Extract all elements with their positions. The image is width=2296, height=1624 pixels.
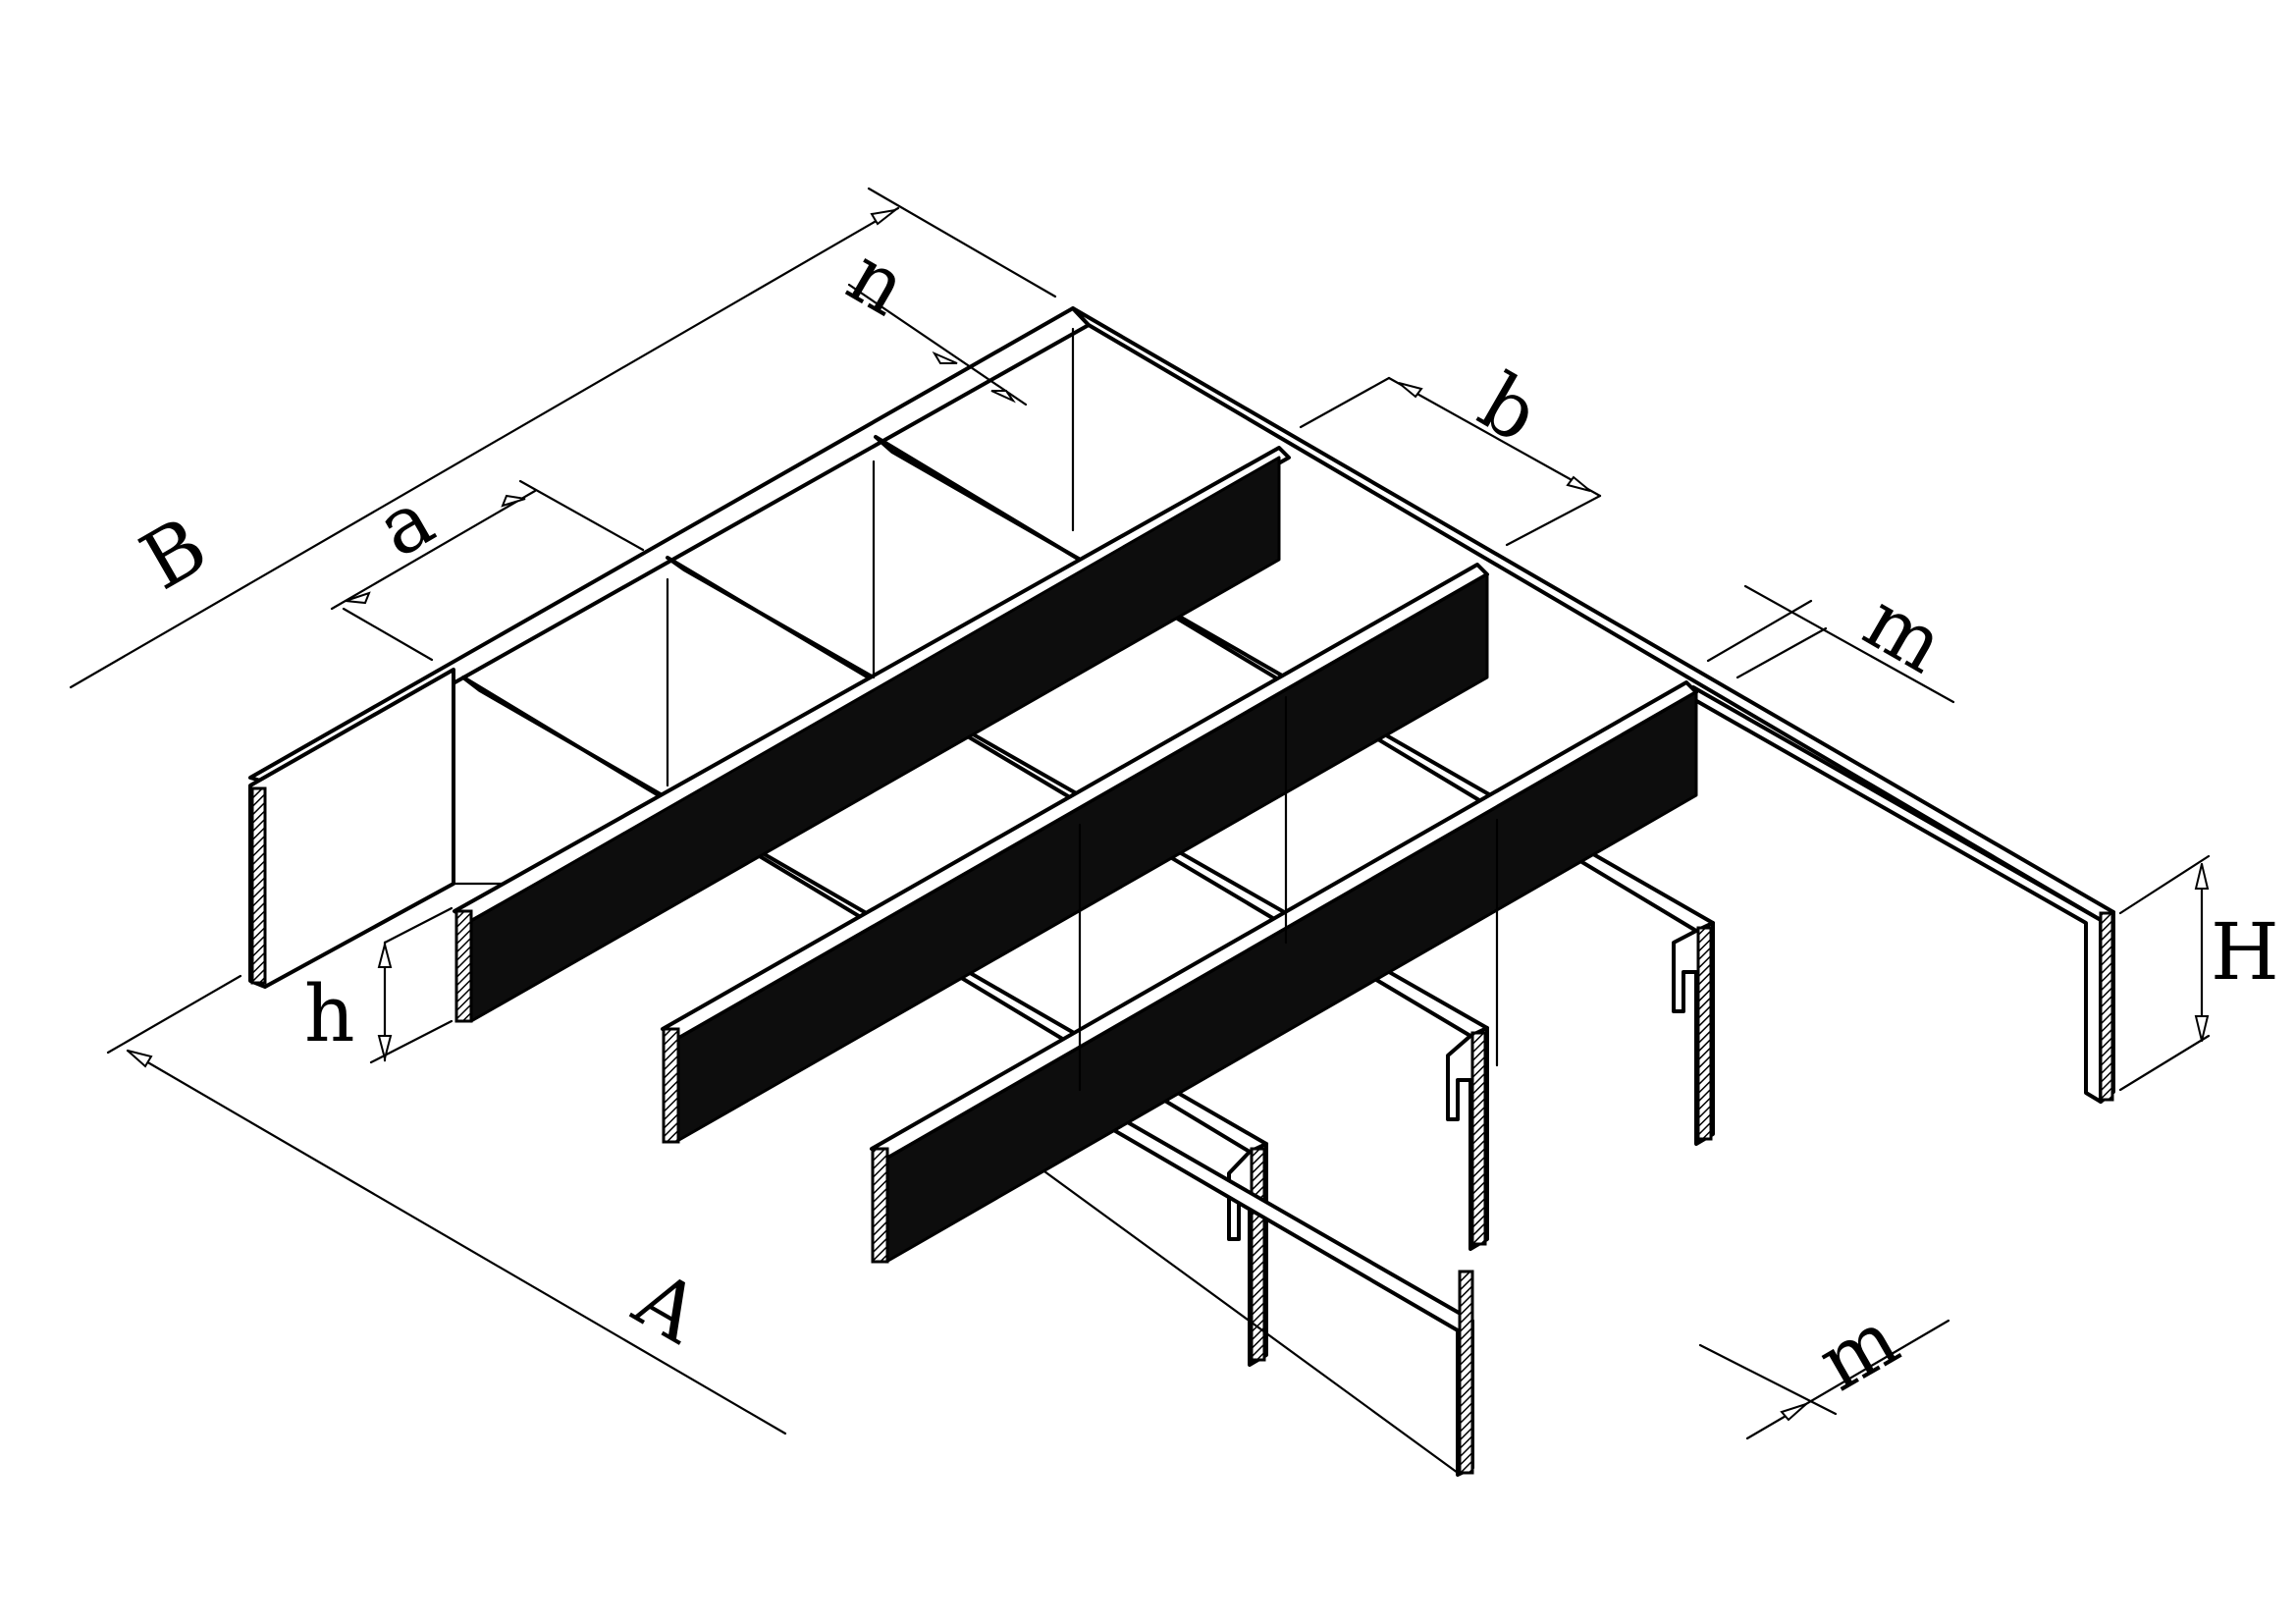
dim-a-ext-2	[342, 607, 434, 662]
label-b: b	[1465, 356, 1554, 460]
bearing-bar-2-cut	[662, 1027, 680, 1144]
dim-B-arrow	[870, 209, 896, 226]
dim-a-ext-1	[518, 479, 645, 552]
dim-A-ext	[106, 974, 242, 1055]
dim-m-bottom-arrow	[1780, 1403, 1807, 1422]
dim-h-arrow-bottom	[377, 1035, 393, 1062]
label-H: H	[2211, 906, 2279, 998]
cross-bar-4-bottom	[985, 1127, 1460, 1475]
dim-m-bottom-ext	[1698, 1343, 1838, 1416]
dim-a-arrow-2	[501, 494, 526, 508]
label-B: B	[126, 500, 221, 608]
dim-b-arrow-2	[1566, 475, 1591, 492]
label-m-top: m	[1849, 574, 1959, 690]
label-a: a	[362, 472, 449, 574]
dim-H-arrow-top	[2194, 863, 2210, 890]
dim-n-arrow-1	[932, 351, 958, 364]
left-end-bar-face	[248, 668, 455, 989]
dim-n-arrow-2	[990, 390, 1016, 404]
dim-b-arrow-1	[1398, 382, 1423, 399]
dim-H-arrow-bottom	[2194, 1015, 2210, 1042]
dim-m-bottom-line	[1745, 1319, 1950, 1440]
dim-b-ext-2	[1505, 494, 1602, 547]
dim-H-ext-bottom	[2118, 1034, 2211, 1092]
dim-h-ext-top	[383, 906, 454, 945]
dim-B-line	[69, 206, 900, 689]
cross-bar-4-top	[1068, 1093, 1474, 1477]
dim-B-ext	[867, 187, 1057, 298]
bearing-bar-1-cut	[454, 909, 473, 1023]
cross-bar-4-cut	[1458, 1270, 1474, 1475]
cross-bar-2-cut	[1470, 1031, 1487, 1246]
dim-A-line	[126, 1049, 787, 1435]
label-n: n	[832, 229, 922, 333]
dim-b-ext-1	[1299, 376, 1391, 429]
right-end-bar-side	[1691, 685, 2103, 1104]
dim-a-line	[330, 489, 537, 611]
dim-b-line	[1387, 376, 1602, 498]
label-h: h	[304, 968, 355, 1059]
dim-m-top-ext-2	[1735, 626, 1828, 679]
dimension-lines	[69, 187, 2211, 1440]
dim-A-arrow	[127, 1050, 153, 1068]
dim-a-arrow-1	[345, 591, 371, 605]
dim-m-top-line	[1743, 584, 1955, 704]
cross-bar-1-cut	[1696, 926, 1713, 1141]
dim-n-line	[847, 283, 1028, 406]
label-m-bottom: m	[1803, 1292, 1913, 1408]
outer-frame	[248, 306, 2115, 1104]
dim-h-arrow-top	[377, 941, 393, 968]
dim-m-top-ext-1	[1706, 599, 1813, 663]
bearing-bar-3-cut	[871, 1147, 889, 1264]
left-end-bar-cut	[250, 786, 267, 985]
right-end-bar-cut	[2099, 911, 2114, 1102]
bearing-bars	[453, 446, 1698, 1264]
dim-H-ext-top	[2118, 854, 2211, 915]
